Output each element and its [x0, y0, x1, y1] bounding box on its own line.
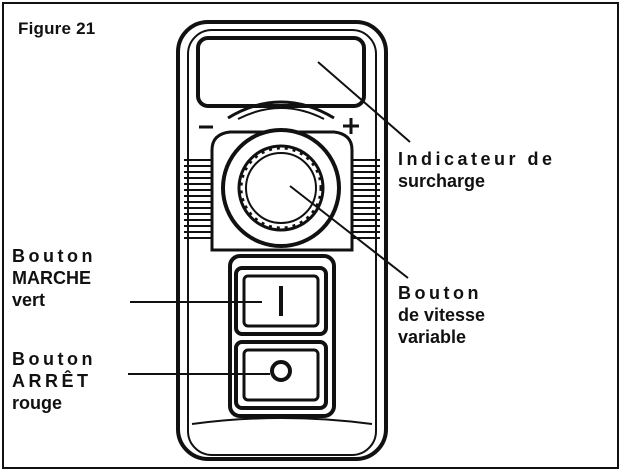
- overload-label-line1: Indicateur de: [398, 149, 556, 169]
- leader-overload: [317, 61, 411, 143]
- overload-indicator-window: [196, 36, 366, 108]
- speed-knob-label: Bouton de vitesse variable: [398, 282, 485, 348]
- speed-knob-knurl: [239, 146, 323, 230]
- pendant-base-curve: [191, 417, 373, 425]
- overload-label-line2: surcharge: [398, 171, 486, 191]
- red-label-line1: Bouton: [12, 349, 96, 369]
- speed-arc: [227, 100, 335, 120]
- right-grip-ridges: [352, 159, 380, 239]
- green-label-line3: vert: [12, 290, 46, 310]
- speed-label-line3: variable: [398, 327, 467, 347]
- red-label-line3: rouge: [12, 393, 63, 413]
- green-label-line1: Bouton: [12, 246, 96, 266]
- red-stop-button-label: Bouton ARRÊT rouge: [12, 348, 96, 414]
- overload-indicator-label: Indicateur de surcharge: [398, 148, 556, 192]
- green-label-line2: MARCHE: [12, 268, 91, 288]
- figure-title: Figure 21: [18, 19, 96, 38]
- red-label-line2: ARRÊT: [12, 371, 92, 391]
- green-start-button-label: Bouton MARCHE vert: [12, 245, 96, 311]
- speed-label-line2: de vitesse: [398, 305, 486, 325]
- speed-label-line1: Bouton: [398, 283, 482, 303]
- pendant-body-inner: [187, 29, 377, 456]
- leader-speed-knob: [289, 185, 409, 279]
- plus-icon: [343, 118, 359, 134]
- left-grip-ridges: [184, 159, 212, 239]
- speed-knob-face: [245, 152, 317, 224]
- speed-arc-inner: [237, 107, 325, 120]
- stop-symbol-icon: [270, 360, 292, 382]
